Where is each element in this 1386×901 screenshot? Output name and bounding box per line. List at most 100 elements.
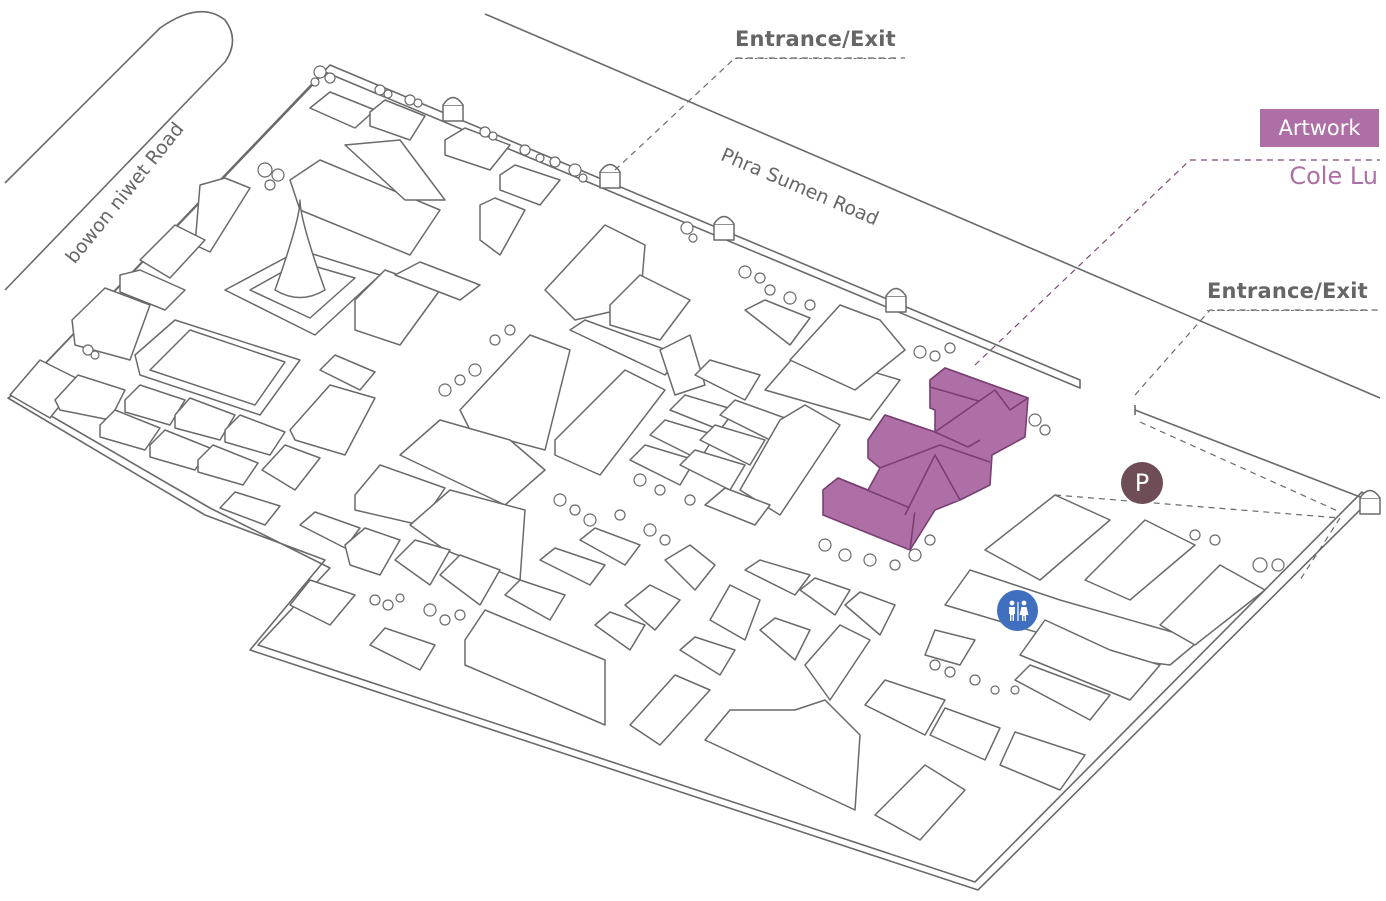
site-boundary-wall bbox=[7, 64, 1371, 891]
building bbox=[679, 636, 736, 676]
artwork-tag[interactable]: Artwork bbox=[1260, 109, 1379, 147]
building bbox=[399, 419, 546, 506]
building bbox=[369, 99, 426, 141]
building bbox=[289, 159, 441, 256]
entrance-east-text: Entrance/Exit bbox=[1207, 279, 1368, 303]
building bbox=[71, 287, 151, 361]
tree-cluster bbox=[929, 659, 1020, 695]
building bbox=[554, 369, 666, 476]
tree-cluster bbox=[568, 163, 588, 183]
building bbox=[464, 609, 606, 726]
building bbox=[119, 269, 186, 311]
building bbox=[764, 349, 901, 421]
building bbox=[309, 91, 376, 129]
artwork-leader bbox=[974, 159, 1380, 366]
building bbox=[409, 489, 526, 581]
building bbox=[197, 444, 259, 486]
building bbox=[539, 547, 606, 586]
building bbox=[219, 491, 281, 526]
tower bbox=[713, 215, 735, 241]
phra-sumen-road bbox=[484, 13, 1381, 399]
building bbox=[354, 269, 441, 346]
entrance-north-text: Entrance/Exit bbox=[735, 27, 896, 51]
tree-cluster bbox=[257, 162, 285, 191]
tree-cluster bbox=[479, 126, 498, 141]
building bbox=[744, 559, 811, 596]
building bbox=[289, 384, 376, 456]
building bbox=[1159, 564, 1266, 646]
tree-cluster bbox=[82, 344, 100, 360]
building bbox=[704, 699, 861, 811]
parking-area-outline-top bbox=[1139, 421, 1341, 513]
building bbox=[929, 707, 1001, 761]
entrance-north-label[interactable]: Entrance/Exit bbox=[735, 27, 896, 59]
corner-towers bbox=[442, 96, 1381, 515]
tree-cluster bbox=[553, 493, 671, 546]
parking-glyph: P bbox=[1134, 469, 1150, 497]
building bbox=[261, 444, 321, 491]
tree-cluster bbox=[633, 473, 696, 506]
tree-cluster bbox=[438, 324, 516, 397]
stupa bbox=[274, 199, 326, 299]
building bbox=[1014, 664, 1111, 721]
artist-name[interactable]: Cole Lu bbox=[1289, 162, 1378, 190]
building bbox=[1084, 519, 1196, 601]
building bbox=[844, 591, 896, 636]
building bbox=[394, 261, 481, 301]
restroom-figures-icon bbox=[1008, 600, 1028, 621]
building bbox=[744, 299, 811, 346]
building bbox=[679, 449, 746, 491]
tree-cluster bbox=[519, 144, 561, 168]
building bbox=[369, 627, 436, 671]
entrance-east-label[interactable]: Entrance/Exit bbox=[1207, 279, 1368, 311]
building bbox=[149, 329, 286, 406]
building bbox=[864, 679, 946, 736]
building bbox=[704, 487, 771, 526]
building bbox=[99, 409, 161, 451]
building bbox=[1019, 619, 1161, 701]
building bbox=[504, 579, 566, 621]
tower bbox=[442, 96, 464, 122]
building bbox=[999, 731, 1086, 791]
tree-cluster bbox=[1028, 413, 1051, 436]
artwork-building[interactable] bbox=[822, 367, 1029, 551]
building bbox=[319, 354, 376, 391]
building bbox=[984, 494, 1111, 581]
tree-cluster bbox=[1252, 557, 1285, 573]
buildings bbox=[9, 91, 1266, 841]
tree-cluster bbox=[369, 593, 405, 611]
building bbox=[594, 611, 646, 651]
building bbox=[924, 629, 976, 666]
building bbox=[224, 414, 286, 456]
tower bbox=[885, 287, 907, 313]
tree-cluster bbox=[1189, 529, 1221, 546]
trees bbox=[82, 65, 1285, 695]
parking-area-outline bbox=[1054, 494, 1342, 581]
building bbox=[439, 554, 501, 606]
building bbox=[299, 511, 361, 549]
building bbox=[624, 584, 681, 631]
parking-icon[interactable]: P bbox=[1121, 462, 1163, 504]
tree-cluster bbox=[404, 94, 423, 108]
restroom-icon[interactable] bbox=[997, 590, 1038, 631]
tree-cluster bbox=[423, 603, 466, 626]
building bbox=[664, 544, 716, 591]
building bbox=[694, 359, 761, 401]
building bbox=[579, 527, 641, 566]
tree-cluster bbox=[680, 221, 698, 243]
building bbox=[699, 424, 766, 466]
entrance-north-leader bbox=[614, 57, 905, 171]
building bbox=[799, 577, 851, 616]
tree-cluster bbox=[913, 342, 956, 362]
building bbox=[344, 527, 401, 576]
building bbox=[874, 764, 966, 841]
building bbox=[659, 334, 706, 396]
entrance-north-underline bbox=[735, 58, 896, 59]
building bbox=[759, 617, 811, 661]
building bbox=[54, 374, 126, 421]
building bbox=[709, 584, 761, 641]
building bbox=[789, 304, 906, 391]
bowon-niwet-road bbox=[4, 10, 234, 291]
tree-cluster bbox=[738, 265, 816, 311]
